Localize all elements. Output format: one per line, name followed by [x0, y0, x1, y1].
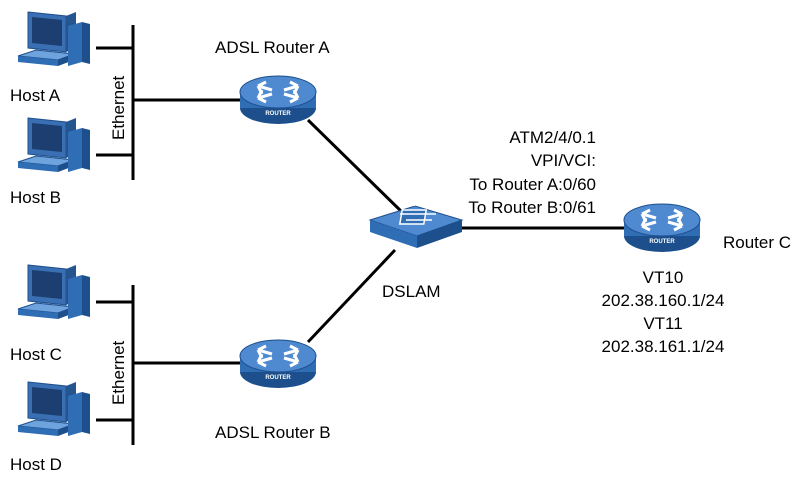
router-c-if-4: 202.38.161.1/24 — [602, 337, 725, 356]
host-b-label: Host B — [10, 188, 61, 207]
dslam-icon — [368, 200, 464, 248]
host-b-icon — [17, 117, 91, 173]
router-c-badge: ROUTER — [649, 239, 675, 245]
router-c-if-2: 202.38.160.1/24 — [602, 291, 725, 310]
router-a-label: ADSL Router A — [215, 38, 330, 57]
host-d-label: Host D — [10, 455, 62, 474]
link-router-a-dslam — [306, 118, 407, 217]
links — [96, 25, 628, 445]
router-b-icon: ROUTER — [238, 338, 318, 390]
router-a-icon: ROUTER — [238, 74, 318, 126]
dslam-label: DSLAM — [382, 282, 441, 301]
host-d-icon — [17, 381, 91, 437]
vpi-vci-label: VPI/VCI: — [531, 151, 596, 170]
router-c-if-3: VT11 — [643, 314, 682, 333]
router-c-if-1: VT10 — [643, 268, 684, 287]
host-a-icon — [17, 11, 91, 67]
atm-interface-label: ATM2/4/0.1 — [509, 128, 596, 147]
router-b-badge: ROUTER — [265, 375, 291, 381]
link-router-b-dslam — [306, 248, 397, 344]
host-a-label: Host A — [10, 86, 61, 105]
host-c-icon — [17, 264, 91, 320]
to-router-b-label: To Router B:0/61 — [468, 198, 596, 217]
router-c-label: Router C — [723, 233, 791, 252]
ethernet-label-top: Ethernet — [109, 75, 128, 140]
ethernet-label-bottom: Ethernet — [109, 340, 128, 405]
router-c-icon: ROUTER — [622, 202, 702, 254]
router-b-label: ADSL Router B — [215, 423, 331, 442]
router-a-badge: ROUTER — [265, 111, 291, 117]
to-router-a-label: To Router A:0/60 — [469, 175, 596, 194]
host-c-label: Host C — [10, 345, 62, 364]
